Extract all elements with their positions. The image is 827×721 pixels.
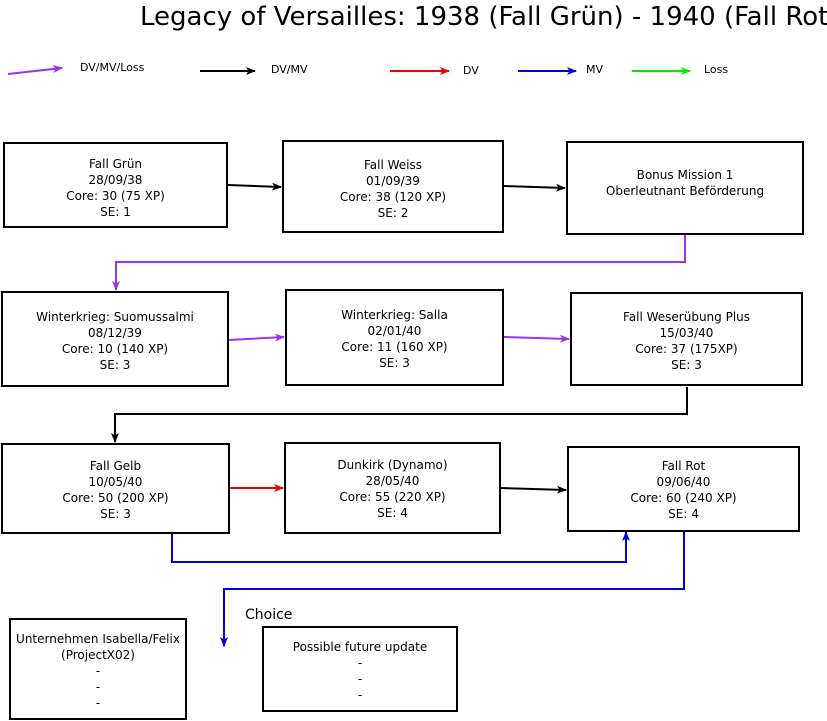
mission-box-salla: Winterkrieg: Salla 02/01/40 Core: 11 (16…	[285, 289, 504, 386]
mission-box-weserubung: Fall Weserübung Plus 15/03/40 Core: 37 (…	[570, 292, 803, 386]
edge-salla-weserubung	[502, 334, 570, 343]
choice-label: Choice	[245, 607, 293, 623]
mission-core: Core: 37 (175XP)	[635, 342, 738, 356]
mission-core: Core: 38 (120 XP)	[339, 190, 447, 204]
mission-se: SE: 3	[100, 507, 131, 521]
mission-name: Winterkrieg: Suomussalmi	[36, 310, 194, 324]
legend-label-dv-mv-loss: DV/MV/Loss	[80, 61, 145, 74]
mission-core: Core: 50 (200 XP)	[62, 491, 169, 505]
mission-subtitle: (ProjectX02)	[61, 648, 135, 662]
legend-label-dv: DV	[463, 64, 479, 77]
mission-core: Core: 10 (140 XP)	[61, 342, 169, 356]
placeholder-line: -	[95, 680, 101, 694]
mission-se: SE: 1	[100, 205, 131, 219]
mission-date: 02/01/40	[367, 324, 422, 338]
edge-suomussalmi-salla	[228, 333, 285, 342]
mission-se: SE: 3	[671, 358, 702, 372]
mission-name: Fall Gelb	[89, 459, 142, 473]
mission-box-bonus-1: Bonus Mission 1 Oberleutnant Beförderung	[566, 141, 804, 235]
mission-date: 10/05/40	[88, 475, 143, 489]
mission-se: SE: 2	[377, 206, 409, 220]
mission-core: Core: 55 (220 XP)	[339, 490, 446, 504]
mission-box-fall-gelb: Fall Gelb 10/05/40 Core: 50 (200 XP) SE:…	[1, 443, 230, 534]
edge-gelb-rot-mv	[171, 531, 630, 563]
diagram-title: Legacy of Versailles: 1938 (Fall Grün) -…	[140, 2, 827, 32]
mission-box-suomussalmi: Winterkrieg: Suomussalmi 08/12/39 Core: …	[1, 291, 229, 387]
mission-name: Fall Weserübung Plus	[622, 310, 751, 324]
edge-weiss-bonus	[503, 183, 566, 192]
mission-core: Core: 11 (160 XP)	[341, 340, 448, 354]
placeholder-line: -	[357, 688, 363, 702]
mission-name: Fall Grün	[88, 157, 143, 171]
mission-box-fall-grun: Fall Grün 28/09/38 Core: 30 (75 XP) SE: …	[3, 142, 228, 228]
mission-name: Fall Weiss	[363, 158, 423, 172]
mission-name: Fall Rot	[661, 459, 706, 473]
mission-box-isabella-felix: Unternehmen Isabella/Felix (ProjectX02) …	[9, 618, 187, 720]
mission-se: SE: 3	[379, 356, 410, 370]
mission-date: 08/12/39	[88, 326, 142, 340]
mission-date: 28/09/38	[88, 173, 143, 187]
legend-label-dv-mv: DV/MV	[271, 63, 308, 76]
mission-date: 15/03/40	[659, 326, 714, 340]
mission-name: Unternehmen Isabella/Felix	[16, 632, 180, 646]
legend-label-loss: Loss	[704, 63, 729, 76]
mission-name: Possible future update	[292, 640, 428, 654]
legend-arrow-dv-mv-loss	[7, 65, 63, 75]
placeholder-line: -	[357, 656, 363, 670]
edge-grun-weiss	[227, 182, 282, 191]
mission-date: 28/05/40	[365, 474, 420, 488]
mission-box-possible-future-update: Possible future update - - -	[262, 626, 458, 712]
mission-se: SE: 4	[377, 506, 408, 520]
edge-weserubung-gelb	[111, 387, 688, 443]
placeholder-line: -	[357, 672, 363, 686]
legend-label-mv: MV	[586, 63, 604, 76]
mission-name: Bonus Mission 1	[636, 168, 734, 182]
mission-se: SE: 4	[668, 507, 699, 521]
mission-name: Winterkrieg: Salla	[341, 308, 448, 322]
placeholder-line: -	[95, 664, 101, 678]
edge-dunkirk-rot	[499, 485, 567, 494]
edge-bonus-suomussalmi	[112, 234, 686, 291]
mission-date: 09/06/40	[656, 475, 711, 489]
mission-box-dunkirk: Dunkirk (Dynamo) 28/05/40 Core: 55 (220 …	[284, 442, 501, 534]
mission-box-fall-rot: Fall Rot 09/06/40 Core: 60 (240 XP) SE: …	[567, 446, 800, 532]
mission-se: SE: 3	[99, 358, 131, 372]
edge-rot-choice	[220, 532, 685, 647]
placeholder-line: -	[95, 696, 101, 710]
mission-box-fall-weiss: Fall Weiss 01/09/39 Core: 38 (120 XP) SE…	[282, 140, 504, 233]
mission-core: Core: 60 (240 XP)	[630, 491, 737, 505]
mission-name: Dunkirk (Dynamo)	[337, 458, 448, 472]
mission-core: Core: 30 (75 XP)	[66, 189, 165, 203]
mission-date: 01/09/39	[366, 174, 420, 188]
mission-subtitle: Oberleutnant Beförderung	[605, 184, 765, 198]
